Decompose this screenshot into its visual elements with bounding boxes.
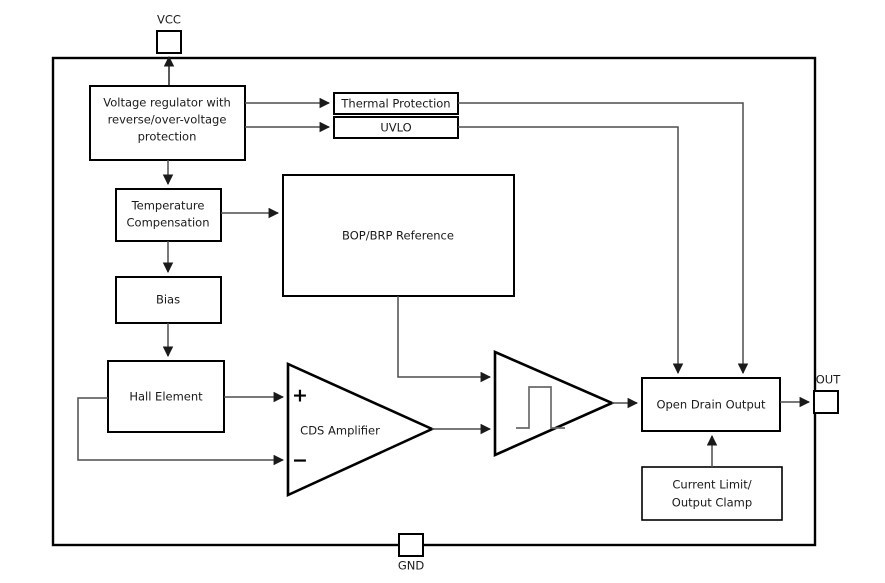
wire-uvlo-to-opendrain <box>458 126 684 375</box>
pin-vcc: VCC <box>156 13 182 86</box>
wire-thermal-to-opendrain <box>458 102 749 375</box>
voltage-regulator-label-line2: reverse/over-voltage <box>108 113 227 127</box>
cds-amplifier-label: CDS Amplifier <box>300 424 380 438</box>
thermal-protection-label: Thermal Protection <box>340 97 450 111</box>
block-bop-brp-reference: BOP/BRP Reference <box>282 174 515 297</box>
temperature-compensation-label-line2: Compensation <box>127 216 210 230</box>
cds-amplifier-triangle <box>286 361 436 498</box>
out-pin-box <box>813 390 839 414</box>
block-schmitt-comparator <box>493 350 616 458</box>
gnd-pin-label: GND <box>398 559 425 573</box>
block-cds-amplifier: CDS Amplifier + − <box>286 361 436 498</box>
cds-amplifier-plus-sign: + <box>292 385 308 407</box>
temperature-compensation-label-line1: Temperature <box>131 199 205 213</box>
uvlo-label: UVLO <box>380 121 411 135</box>
vcc-pin-label: VCC <box>157 13 181 27</box>
bop-brp-reference-label: BOP/BRP Reference <box>342 229 454 243</box>
open-drain-output-label: Open Drain Output <box>656 398 766 412</box>
device-boundary <box>51 56 817 547</box>
block-hall-element: Hall Element <box>107 360 225 433</box>
voltage-regulator-label-line1: Voltage regulator with <box>103 96 231 110</box>
wire-hall-feedback-to-cds-minus <box>77 397 285 466</box>
current-limit-output-clamp-box <box>641 466 783 521</box>
pin-out: OUT <box>813 373 841 414</box>
block-uvlo: UVLO <box>333 116 459 139</box>
block-current-limit-output-clamp: Current Limit/ Output Clamp <box>641 466 783 521</box>
bias-label: Bias <box>156 293 180 307</box>
wire-bopbrp-to-comparator <box>397 296 492 383</box>
vcc-pin-box <box>156 30 182 54</box>
block-thermal-protection: Thermal Protection <box>333 92 459 115</box>
block-open-drain-output: Open Drain Output <box>641 377 781 432</box>
current-limit-label-line2: Output Clamp <box>672 496 752 510</box>
pin-gnd: GND <box>398 533 425 573</box>
temperature-compensation-box <box>115 188 222 242</box>
schmitt-comparator-triangle <box>493 350 616 458</box>
gnd-pin-box <box>398 533 424 557</box>
block-temperature-compensation: Temperature Compensation <box>115 188 222 242</box>
voltage-regulator-label-line3: protection <box>138 130 197 144</box>
hall-element-box <box>107 360 225 433</box>
voltage-regulator-box <box>89 85 246 161</box>
cds-amplifier-minus-sign: − <box>292 450 308 472</box>
hall-element-label: Hall Element <box>129 390 203 404</box>
block-voltage-regulator: Voltage regulator with reverse/over-volt… <box>89 85 246 161</box>
bias-box <box>115 276 222 324</box>
bop-brp-reference-box <box>282 174 515 297</box>
hysteresis-icon <box>516 386 565 429</box>
out-pin-label: OUT <box>816 373 841 387</box>
block-bias: Bias <box>115 276 222 324</box>
open-drain-output-box <box>641 377 781 432</box>
current-limit-label-line1: Current Limit/ <box>672 478 751 492</box>
